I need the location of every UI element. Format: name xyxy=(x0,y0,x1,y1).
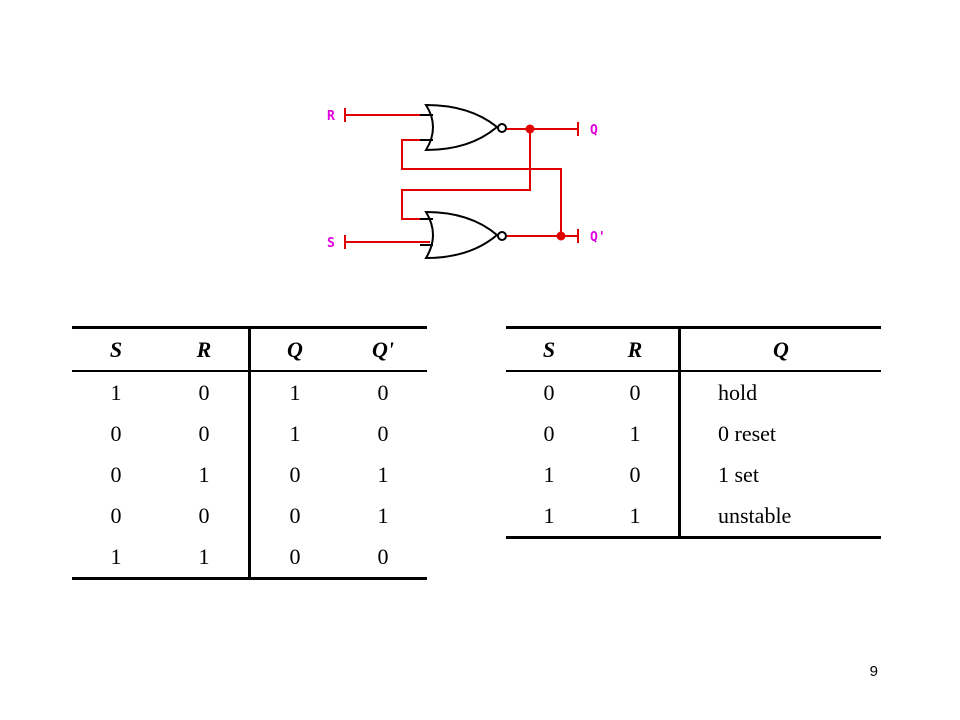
page-number: 9 xyxy=(869,663,878,680)
cell-s: 0 xyxy=(110,502,122,528)
table-row: 0 0 0 1 xyxy=(72,495,427,536)
cell-s: 0 xyxy=(110,420,122,446)
table-header-row: S R Q Q' xyxy=(72,326,427,372)
cell-s: 0 xyxy=(543,420,555,446)
cell-r: 0 xyxy=(160,371,251,413)
cell-q-state: hold xyxy=(718,379,758,405)
cell-s: 0 xyxy=(543,379,555,405)
wire-qbar-feedback xyxy=(401,139,562,236)
nor-gate-upper xyxy=(420,103,507,152)
cell-q: 0 xyxy=(249,536,339,580)
table-row: 1 0 1 set xyxy=(506,454,881,495)
cell-r: 0 xyxy=(592,454,681,495)
table-row: 1 0 1 0 xyxy=(72,371,427,413)
table-row: 1 1 0 0 xyxy=(72,536,427,580)
cell-r: 0 xyxy=(592,371,681,413)
sr-summary-table: S R Q 0 0 hold 0 1 0 reset 1 0 1 set 1 1… xyxy=(506,326,881,539)
inverter-bubble-upper xyxy=(497,123,507,133)
table-row: 0 1 0 1 xyxy=(72,454,427,495)
cell-q-state: unstable xyxy=(679,495,881,539)
header-q: Q xyxy=(679,326,881,372)
header-q: Q xyxy=(249,326,339,372)
cell-q-bar: 0 xyxy=(339,536,427,580)
header-s: S xyxy=(72,326,160,372)
cell-q-state: 1 set xyxy=(718,461,759,487)
cell-r: 1 xyxy=(160,454,251,495)
table-row: 1 1 unstable xyxy=(506,495,881,539)
cell-s: 0 xyxy=(110,461,122,487)
cell-r: 1 xyxy=(160,536,251,580)
label-q: Q xyxy=(590,123,598,138)
header-r: R xyxy=(160,326,251,372)
table-row: 0 1 0 reset xyxy=(506,413,881,454)
cell-q: 1 xyxy=(289,420,301,446)
cell-s: 1 xyxy=(110,379,122,405)
table-row: 0 0 hold xyxy=(506,371,881,413)
circuit-wires xyxy=(344,108,579,249)
label-r: R xyxy=(327,109,335,124)
cell-q: 0 xyxy=(289,461,301,487)
header-q-bar: Q' xyxy=(339,326,427,372)
header-r: R xyxy=(592,326,681,372)
label-q-bar: Q' xyxy=(590,230,606,245)
cell-s: 1 xyxy=(506,495,592,539)
cell-s: 1 xyxy=(72,536,160,580)
cell-q-bar: 0 xyxy=(377,379,389,405)
cell-q: 0 xyxy=(289,502,301,528)
header-s: S xyxy=(506,326,592,372)
sr-latch-diagram: R S Q Q' xyxy=(327,103,606,260)
cell-r: 1 xyxy=(592,413,681,454)
cell-r: 0 xyxy=(160,413,251,454)
cell-q-bar: 1 xyxy=(377,502,389,528)
cell-q-state: 0 reset xyxy=(718,420,777,446)
cell-q-bar: 0 xyxy=(377,420,389,446)
junction-node-q xyxy=(525,124,535,134)
inverter-bubble-lower xyxy=(497,231,507,241)
cell-q-bar: 1 xyxy=(377,461,389,487)
label-s: S xyxy=(327,236,335,251)
cell-q: 1 xyxy=(289,379,301,405)
cell-r: 0 xyxy=(160,495,251,536)
table-row: 0 0 1 0 xyxy=(72,413,427,454)
sr-transition-table: S R Q Q' 1 0 1 0 0 0 1 0 0 1 0 1 0 0 0 1 xyxy=(72,326,427,580)
cell-r: 1 xyxy=(592,495,681,539)
nor-gate-lower xyxy=(420,210,507,260)
cell-s: 1 xyxy=(543,461,555,487)
table-header-row: S R Q xyxy=(506,326,881,372)
junction-node-qbar xyxy=(556,231,566,241)
